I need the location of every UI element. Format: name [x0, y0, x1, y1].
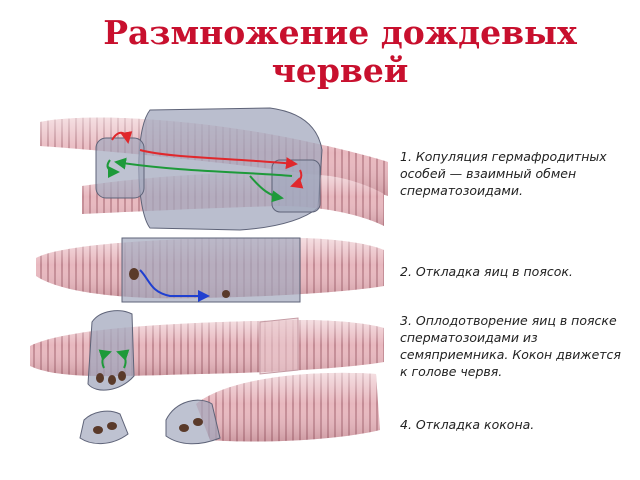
egg-icon	[93, 426, 103, 434]
step-4-caption: 4. Откладка кокона.	[400, 417, 535, 432]
egg-icon	[179, 424, 189, 432]
egg-icon	[96, 373, 104, 383]
page-title: Размножение дождевых червей	[103, 13, 577, 90]
egg-icon	[222, 290, 230, 298]
step-1-caption: 1. Копуляция гермафродитных особей — вза…	[400, 149, 607, 198]
cocoon	[165, 399, 221, 445]
cocoon-release-illustration	[79, 372, 380, 445]
egg-icon	[193, 418, 203, 426]
fertilization-illustration	[30, 310, 384, 391]
egg-laying-illustration	[36, 237, 384, 303]
step-3-caption: 3. Оплодотворение яиц в пояске сперматоз…	[400, 313, 621, 379]
step-2-caption: 2. Откладка яиц в поясок.	[400, 264, 573, 279]
egg-icon	[118, 371, 126, 381]
copulation-illustration	[40, 107, 388, 231]
egg-icon	[129, 268, 139, 280]
egg-icon	[108, 375, 116, 385]
cocoon	[79, 410, 129, 444]
egg-icon	[107, 422, 117, 430]
